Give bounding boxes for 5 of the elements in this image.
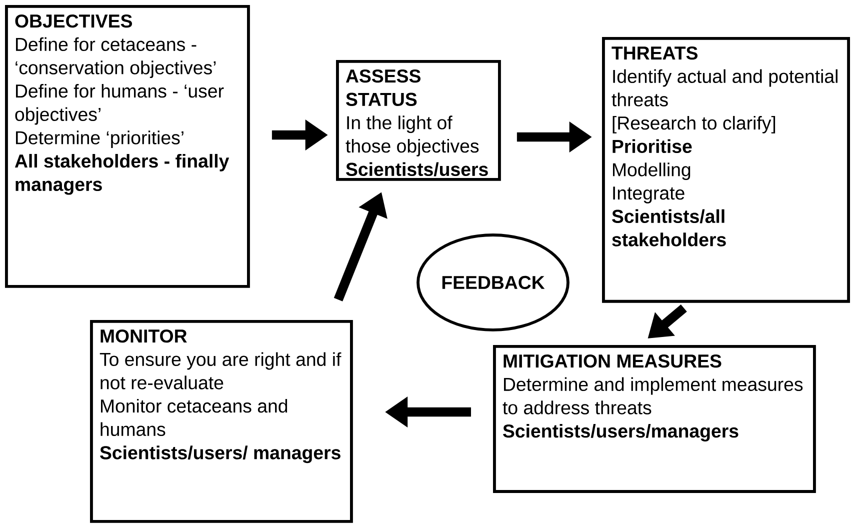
process-box: MITIGATION MEASURES Determine and implement measures to address threats Scientists/users/managers	[493, 345, 816, 493]
process-box: MONITOR To ensure you are right and if not re-evaluate Monitor cetaceans and humans Scientists/users/ managers	[90, 320, 353, 523]
process-box: THREATS Identify actual and potential threats [Research to clarify] Prioritise Modelling Integrate Scientists/all stakeholders	[602, 37, 850, 303]
process-box: OBJECTIVES Define for cetaceans - ‘conservation objectives’ Define for humans - ‘user objectives’ Determine ‘priorities’ All stakeholders - finally managers	[5, 5, 250, 288]
process-box: ASSESS STATUS In the light of those objectives Scientists/users	[336, 60, 501, 181]
